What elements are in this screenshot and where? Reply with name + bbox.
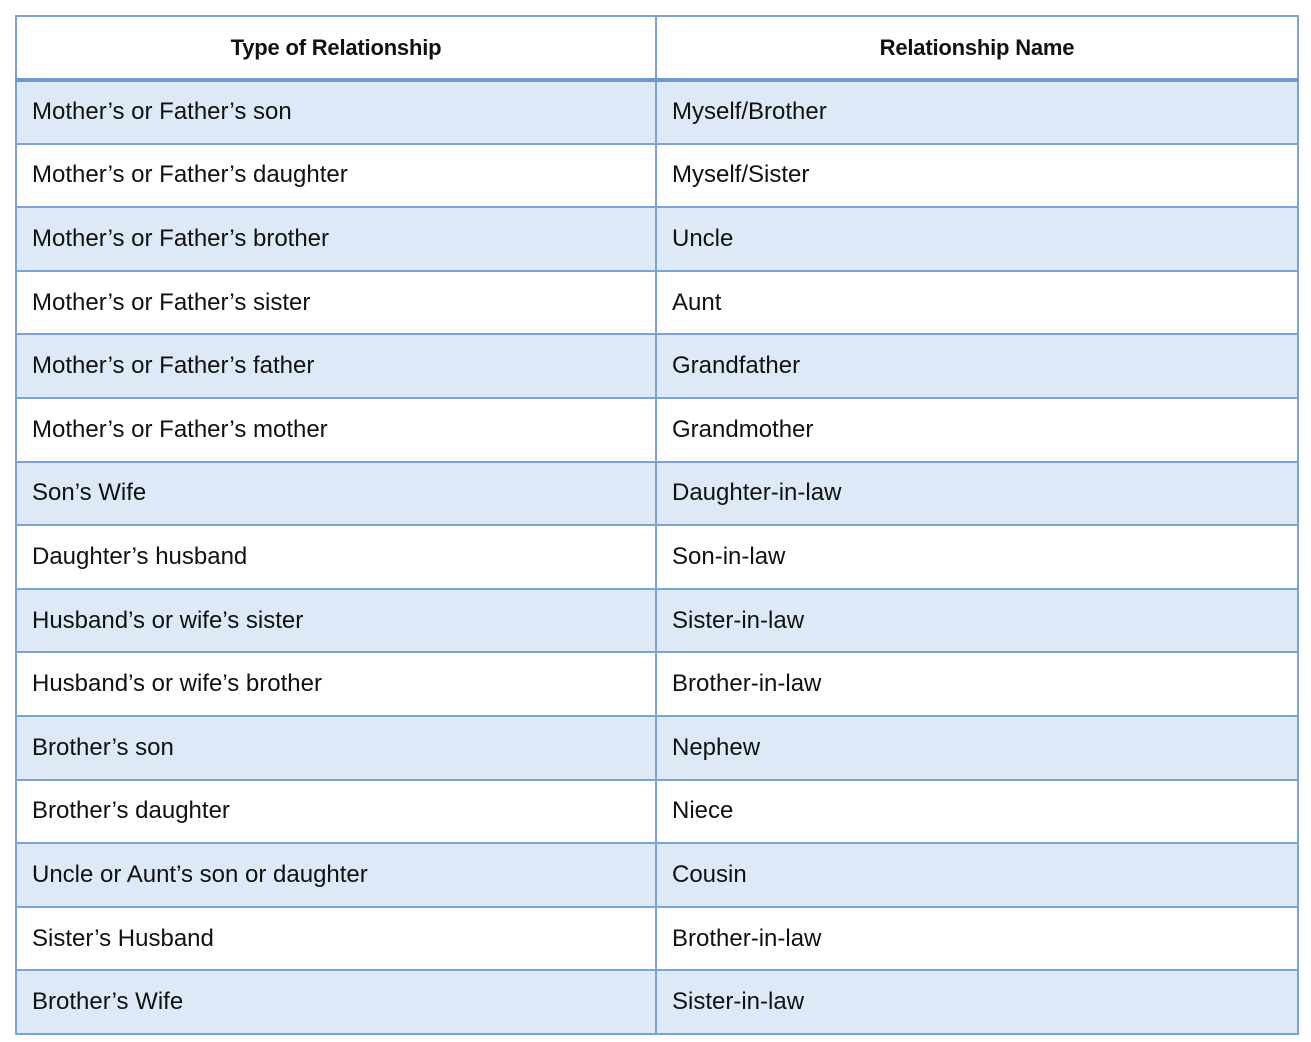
relationship-type-cell: Mother’s or Father’s mother xyxy=(15,396,657,463)
table-row: Uncle or Aunt’s son or daughter Cousin xyxy=(15,842,1299,908)
table-row: Husband’s or wife’s brother Brother-in-l… xyxy=(15,651,1299,717)
relationship-type-cell: Mother’s or Father’s brother xyxy=(15,206,657,272)
relationship-name-cell: Sister-in-law xyxy=(655,587,1299,654)
table-row: Mother’s or Father’s daughter Myself/Sis… xyxy=(15,142,1299,209)
relationship-name-cell: Myself/Brother xyxy=(655,79,1299,145)
relationship-type-cell: Daughter’s husband xyxy=(15,524,657,590)
table-body: Mother’s or Father’s son Myself/Brother … xyxy=(15,79,1299,1035)
table-row: Mother’s or Father’s brother Uncle xyxy=(15,206,1299,272)
table-row: Mother’s or Father’s mother Grandmother xyxy=(15,396,1299,463)
relationship-name-cell: Grandmother xyxy=(655,396,1299,463)
relationship-name-cell: Brother-in-law xyxy=(655,905,1299,972)
column-header-type: Type of Relationship xyxy=(15,15,657,82)
table-row: Brother’s son Nephew xyxy=(15,714,1299,781)
relationship-name-cell: Niece xyxy=(655,778,1299,845)
relationship-table-container: Type of Relationship Relationship Name M… xyxy=(15,15,1299,1035)
relationship-name-cell: Nephew xyxy=(655,714,1299,781)
relationship-type-cell: Mother’s or Father’s sister xyxy=(15,269,657,336)
table-header: Type of Relationship Relationship Name xyxy=(15,15,1299,82)
relationship-name-cell: Grandfather xyxy=(655,333,1299,399)
table-row: Daughter’s husband Son-in-law xyxy=(15,524,1299,590)
relationship-type-cell: Brother’s son xyxy=(15,714,657,781)
relationship-name-cell: Brother-in-law xyxy=(655,651,1299,717)
relationship-type-cell: Brother’s daughter xyxy=(15,778,657,845)
relationship-type-cell: Husband’s or wife’s brother xyxy=(15,651,657,717)
table-row: Mother’s or Father’s son Myself/Brother xyxy=(15,79,1299,145)
relationship-type-cell: Uncle or Aunt’s son or daughter xyxy=(15,842,657,908)
relationship-type-cell: Mother’s or Father’s daughter xyxy=(15,142,657,209)
relationship-name-cell: Cousin xyxy=(655,842,1299,908)
relationship-name-cell: Uncle xyxy=(655,206,1299,272)
table-row: Brother’s daughter Niece xyxy=(15,778,1299,845)
header-row: Type of Relationship Relationship Name xyxy=(15,15,1299,82)
table-row: Sister’s Husband Brother-in-law xyxy=(15,905,1299,972)
relationship-name-cell: Sister-in-law xyxy=(655,969,1299,1035)
relationship-type-cell: Brother’s Wife xyxy=(15,969,657,1035)
table-row: Brother’s Wife Sister-in-law xyxy=(15,969,1299,1035)
relationship-name-cell: Daughter-in-law xyxy=(655,460,1299,527)
column-header-name: Relationship Name xyxy=(655,15,1299,82)
relationship-name-cell: Myself/Sister xyxy=(655,142,1299,209)
relationship-type-cell: Sister’s Husband xyxy=(15,905,657,972)
relationship-name-cell: Son-in-law xyxy=(655,524,1299,590)
relationship-type-cell: Son’s Wife xyxy=(15,460,657,527)
relationship-type-cell: Mother’s or Father’s son xyxy=(15,79,657,145)
relationship-type-cell: Mother’s or Father’s father xyxy=(15,333,657,399)
table-row: Husband’s or wife’s sister Sister-in-law xyxy=(15,587,1299,654)
table-row: Mother’s or Father’s father Grandfather xyxy=(15,333,1299,399)
table-row: Son’s Wife Daughter-in-law xyxy=(15,460,1299,527)
relationship-table: Type of Relationship Relationship Name M… xyxy=(15,15,1299,1035)
relationship-type-cell: Husband’s or wife’s sister xyxy=(15,587,657,654)
table-row: Mother’s or Father’s sister Aunt xyxy=(15,269,1299,336)
relationship-name-cell: Aunt xyxy=(655,269,1299,336)
